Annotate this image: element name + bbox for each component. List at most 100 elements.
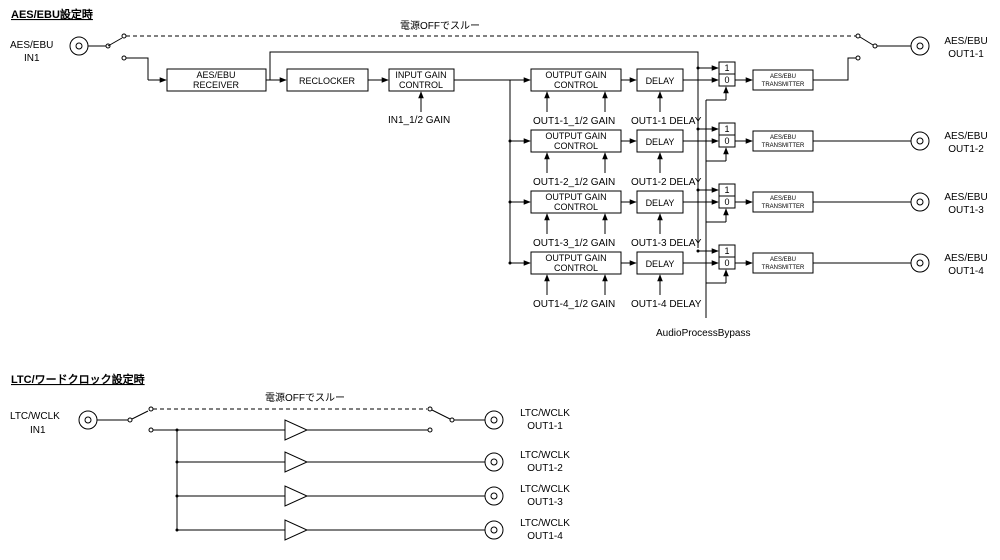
svg-text:DELAY: DELAY <box>646 198 675 208</box>
ltc-input-connector-icon <box>78 410 98 430</box>
aes-bypass-note: 電源OFFでスルー <box>400 19 480 32</box>
aes-selector-block: 10 <box>718 183 736 209</box>
svg-text:1: 1 <box>724 124 729 134</box>
svg-text:DELAY: DELAY <box>646 259 675 269</box>
ltc-channel-3: LTC/WCLK OUT1-3 <box>175 484 570 508</box>
ltc-output-1-connector-icon <box>484 410 504 430</box>
aes-receiver-block: AES/EBU RECEIVER <box>166 68 267 92</box>
ltc-input-label-1: LTC/WCLK <box>10 411 60 422</box>
ltc-output-label-1: LTC/WCLK <box>520 484 570 495</box>
aes-output-4-connector-icon <box>910 253 930 273</box>
aes-selector-block: 10 <box>718 244 736 270</box>
svg-text:AES/EBU: AES/EBU <box>770 74 796 80</box>
ltc-output-label-1: LTC/WCLK <box>520 518 570 529</box>
svg-text:INPUT GAIN: INPUT GAIN <box>395 70 446 80</box>
aes-output-label-1: AES/EBU <box>944 253 987 264</box>
svg-text:TRANSMITTER: TRANSMITTER <box>762 265 805 271</box>
svg-text:OUTPUT GAIN: OUTPUT GAIN <box>545 131 606 141</box>
aes-output-2-connector-icon <box>910 131 930 151</box>
svg-text:AES/EBU: AES/EBU <box>196 70 235 80</box>
svg-text:CONTROL: CONTROL <box>554 202 598 212</box>
aes-gain-param-label: OUT1-1_1/2 GAIN <box>533 116 615 127</box>
aes-output-label-2: OUT1-1 <box>948 49 984 60</box>
svg-text:DELAY: DELAY <box>646 137 675 147</box>
aes-input-gain-param: IN1_1/2 GAIN <box>388 115 450 126</box>
svg-text:RECLOCKER: RECLOCKER <box>299 76 356 86</box>
aes-output-label-2: OUT1-4 <box>948 266 984 277</box>
svg-text:AES/EBU: AES/EBU <box>770 196 796 202</box>
aes-delay-block: DELAY <box>636 129 684 153</box>
aes-input-connector-icon <box>69 36 89 56</box>
aes-bypass-control-label: AudioProcessBypass <box>656 328 751 339</box>
svg-text:1: 1 <box>724 185 729 195</box>
ltc-channel-4: LTC/WCLK OUT1-4 <box>175 518 570 542</box>
svg-text:TRANSMITTER: TRANSMITTER <box>762 204 805 210</box>
aes-transmitter-block: AES/EBU TRANSMITTER <box>752 252 814 274</box>
svg-text:0: 0 <box>724 75 729 85</box>
ltc-output-4-connector-icon <box>484 520 504 540</box>
svg-text:CONTROL: CONTROL <box>554 80 598 90</box>
svg-text:0: 0 <box>724 258 729 268</box>
aes-transmitter-block: AES/EBU TRANSMITTER <box>752 69 814 91</box>
aes-selector-block: 10 <box>718 122 736 148</box>
ltc-buffer-amp <box>284 485 309 507</box>
ltc-output-label-2: OUT1-4 <box>527 531 563 542</box>
aes-output-label-2: OUT1-3 <box>948 205 984 216</box>
aes-reclocker-block: RECLOCKER <box>286 68 369 92</box>
ltc-output-label-1: LTC/WCLK <box>520 450 570 461</box>
aes-output-label-1: AES/EBU <box>944 36 987 47</box>
aes-input-label-2: IN1 <box>24 53 40 64</box>
aes-input-label-1: AES/EBU <box>10 40 53 51</box>
svg-text:0: 0 <box>724 197 729 207</box>
aes-delay-param-label: OUT1-1 DELAY <box>631 116 702 127</box>
aes-gain-param-label: OUT1-2_1/2 GAIN <box>533 177 615 188</box>
aes-output-label-1: AES/EBU <box>944 192 987 203</box>
svg-text:1: 1 <box>724 246 729 256</box>
ltc-buffer-amp <box>284 451 309 473</box>
ltc-output-2-connector-icon <box>484 452 504 472</box>
svg-text:RECEIVER: RECEIVER <box>193 80 240 90</box>
aes-gain-param-label: OUT1-3_1/2 GAIN <box>533 238 615 249</box>
ltc-input-label-2: IN1 <box>30 425 46 436</box>
aes-delay-param-label: OUT1-2 DELAY <box>631 177 702 188</box>
aes-selector-block: 10 <box>718 61 736 87</box>
aes-delay-block: DELAY <box>636 190 684 214</box>
svg-text:0: 0 <box>724 136 729 146</box>
aes-delay-block: DELAY <box>636 68 684 92</box>
aes-transmitter-block: AES/EBU TRANSMITTER <box>752 191 814 213</box>
svg-text:TRANSMITTER: TRANSMITTER <box>762 82 805 88</box>
ltc-output-label-2: OUT1-3 <box>527 497 563 508</box>
svg-text:AES/EBU: AES/EBU <box>770 257 796 263</box>
ltc-section-title: LTC/ワードクロック設定時 <box>11 372 145 386</box>
ltc-output-channels: LTC/WCLKOUT1-1LTC/WCLKOUT1-2LTC/WCLKOUT1… <box>175 408 570 542</box>
svg-text:CONTROL: CONTROL <box>399 80 443 90</box>
aes-delay-param-label: OUT1-3 DELAY <box>631 238 702 249</box>
ltc-bypass-note: 電源OFFでスルー <box>265 391 345 404</box>
ltc-channel-1: LTC/WCLK OUT1-1 <box>175 408 570 441</box>
svg-text:CONTROL: CONTROL <box>554 141 598 151</box>
svg-text:TRANSMITTER: TRANSMITTER <box>762 143 805 149</box>
ltc-buffer-amp <box>284 419 309 441</box>
aes-section-title: AES/EBU設定時 <box>11 7 93 21</box>
svg-text:OUTPUT GAIN: OUTPUT GAIN <box>545 253 606 263</box>
aes-output-1-connector-icon <box>910 36 930 56</box>
svg-text:AES/EBU: AES/EBU <box>770 135 796 141</box>
svg-text:OUTPUT GAIN: OUTPUT GAIN <box>545 192 606 202</box>
aes-output-3-connector-icon <box>910 192 930 212</box>
aes-delay-param-label: OUT1-4 DELAY <box>631 299 702 310</box>
svg-text:OUTPUT GAIN: OUTPUT GAIN <box>545 70 606 80</box>
ltc-output-label-1: LTC/WCLK <box>520 408 570 419</box>
svg-text:CONTROL: CONTROL <box>554 263 598 273</box>
ltc-output-label-2: OUT1-1 <box>527 421 563 432</box>
